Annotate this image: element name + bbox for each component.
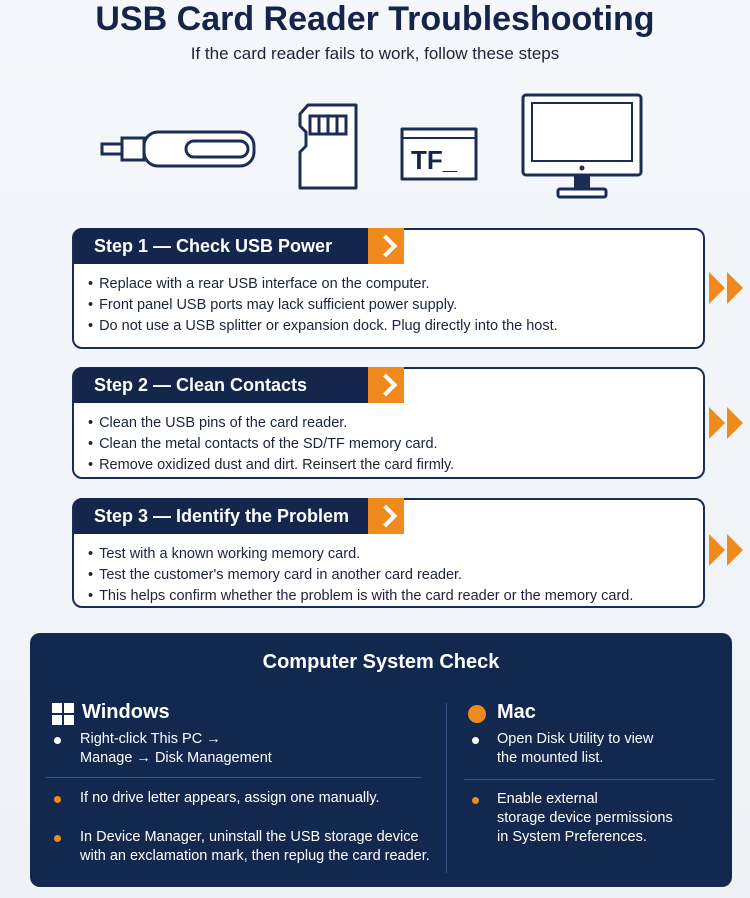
windows-item-1: Right-click This PC → Manage → Disk Mana… [80, 731, 272, 766]
sd-card-icon [298, 103, 358, 190]
divider [464, 779, 714, 780]
mac-title: Mac [497, 701, 536, 723]
mac-dot-icon [468, 705, 486, 723]
step-2-title: Step 2 — Clean Contacts [94, 375, 308, 395]
list-item: Test the customer's memory card in anoth… [88, 565, 693, 586]
monitor-icon [521, 93, 643, 199]
step-3-title: Step 3 — Identify the Problem [94, 506, 350, 526]
step-2-card: Step 2 — Clean Contacts Clean the USB pi… [72, 367, 705, 479]
usb-card-reader-icon [100, 130, 256, 168]
chevron-right-icon [368, 228, 404, 264]
chevron-right-icon [368, 367, 404, 403]
step-1-title: Step 1 — Check USB Power [94, 236, 333, 256]
list-item: Replace with a rear USB interface on the… [88, 274, 693, 295]
bullet-dot [54, 796, 61, 803]
windows-item-3: In Device Manager, uninstall the USB sto… [80, 829, 430, 864]
page-title: USB Card Reader Troubleshooting [95, 0, 655, 38]
bullet-dot [472, 737, 479, 744]
double-chevron-right-icon [709, 272, 743, 304]
list-item: Test with a known working memory card. [88, 544, 693, 565]
column-divider [446, 703, 447, 873]
step-1-header: Step 1 — Check USB Power [74, 228, 404, 264]
list-item: This helps confirm whether the problem i… [88, 586, 693, 607]
double-chevron-right-icon [709, 407, 743, 439]
step-2-header: Step 2 — Clean Contacts [74, 367, 404, 403]
list-item: Remove oxidized dust and dirt. Reinsert … [88, 455, 693, 476]
bullet-dot [472, 797, 479, 804]
step-1-card: Step 1 — Check USB Power Replace with a … [72, 228, 705, 349]
step-3-header: Step 3 — Identify the Problem [74, 498, 404, 534]
list-item: Do not use a USB splitter or expansion d… [88, 316, 693, 337]
chevron-right-icon [368, 498, 404, 534]
step-1-list: Replace with a rear USB interface on the… [88, 274, 693, 337]
icon-row: TF_ [0, 90, 750, 205]
windows-logo-icon [52, 703, 74, 725]
list-item: Clean the metal contacts of the SD/TF me… [88, 434, 693, 455]
list-item: Clean the USB pins of the card reader. [88, 413, 693, 434]
system-check-title: Computer System Check [262, 651, 500, 673]
step-3-list: Test with a known working memory card. T… [88, 544, 693, 607]
bullet-dot [54, 737, 61, 744]
list-item: Front panel USB ports may lack sufficien… [88, 295, 693, 316]
mac-item-1: Open Disk Utility to view the mounted li… [497, 731, 654, 766]
double-chevron-right-icon [709, 534, 743, 566]
windows-item-2: If no drive letter appears, assign one m… [80, 790, 380, 806]
windows-title: Windows [82, 701, 170, 723]
step-3-card: Step 3 — Identify the Problem Test with … [72, 498, 705, 608]
tf-card-icon: TF_ [400, 127, 478, 181]
system-check-panel: Computer System Check Windows Right-clic… [30, 633, 732, 887]
tf-card-label: TF_ [411, 145, 458, 175]
bullet-dot [54, 835, 61, 842]
divider [46, 777, 422, 778]
step-2-list: Clean the USB pins of the card reader. C… [88, 413, 693, 476]
mac-item-2: Enable external storage device permissio… [497, 791, 673, 845]
page-subtitle: If the card reader fails to work, follow… [190, 44, 560, 63]
